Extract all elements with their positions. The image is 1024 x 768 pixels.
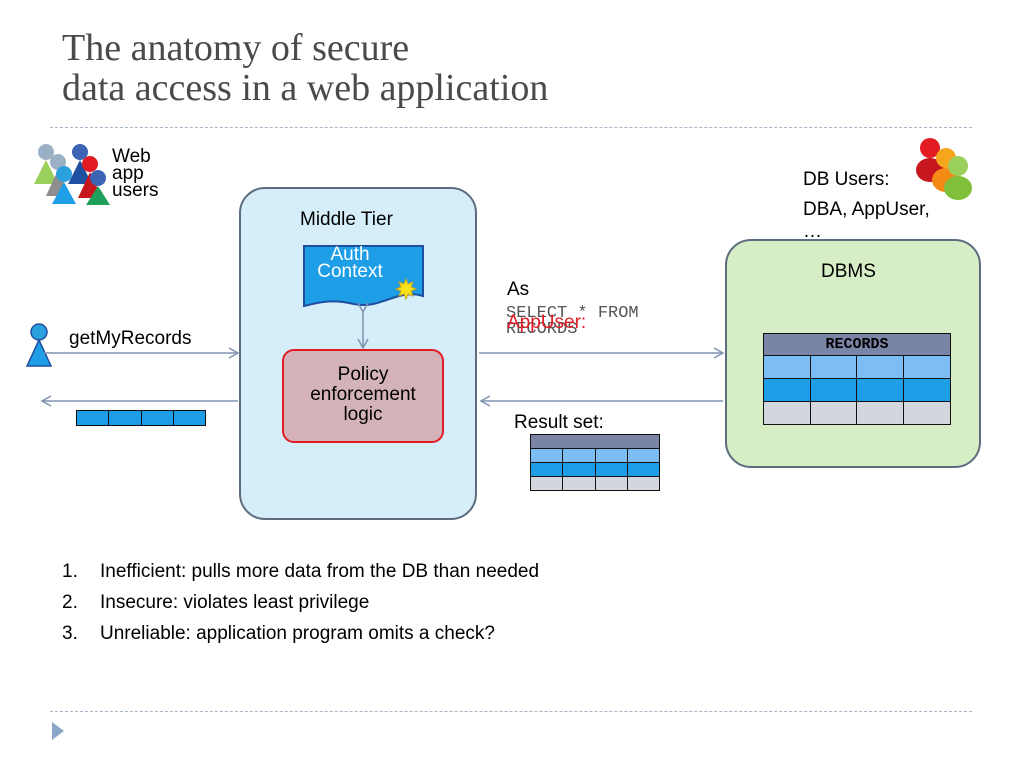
dbms-label: DBMS (821, 261, 876, 282)
list-item-number: 1. (62, 561, 78, 582)
table-cell (626, 462, 661, 477)
list-item-text: Insecure: violates least privilege (100, 592, 370, 613)
table-cell (594, 476, 628, 491)
table-cell (856, 355, 905, 379)
as-label: As (507, 279, 530, 300)
slide-title: The anatomy of secure data access in a w… (62, 28, 548, 108)
issues-list: 1. Inefficient: pulls more data from the … (62, 556, 539, 649)
auth-context-icon (303, 245, 424, 308)
web-users-label-line-1: Web (112, 146, 151, 167)
list-item-text: Unreliable: application program omits a … (100, 623, 495, 644)
table-row (763, 378, 951, 402)
result-set-table (529, 434, 661, 491)
list-item: 1. Inefficient: pulls more data from the … (62, 556, 539, 587)
table-cell (529, 462, 564, 477)
table-cell (856, 401, 905, 425)
web-users-label: Web app users (112, 147, 158, 201)
slide-title-line-2: data access in a web application (62, 67, 549, 109)
sql-query-line-1: SELECT * FROM (506, 304, 639, 323)
list-item: 2. Insecure: violates least privilege (62, 587, 539, 618)
user-group-icon (34, 144, 110, 205)
table-cell (140, 410, 174, 426)
list-item: 3. Unreliable: application program omits … (62, 618, 539, 649)
auth-context-label-line-2: Context (317, 261, 383, 282)
policy-label-line-2: enforcement (310, 384, 416, 405)
sql-query: SELECT * FROM RECORDS (506, 304, 639, 339)
list-item-number: 2. (62, 592, 78, 613)
table-cell (108, 410, 142, 426)
table-cell (763, 378, 811, 402)
user-icon (25, 323, 53, 367)
returned-records-table (75, 410, 207, 426)
auth-context-label: Auth Context (302, 244, 398, 282)
list-item-number: 3. (62, 623, 78, 644)
table-cell (763, 355, 811, 379)
table-row (763, 401, 951, 425)
db-users-label-line-2: DBA, AppUser, (803, 199, 930, 220)
get-my-records-label: getMyRecords (69, 328, 192, 349)
db-users-label-line-3: … (803, 221, 822, 242)
table-row (75, 410, 207, 426)
policy-label-line-3: logic (343, 404, 383, 425)
table-cell (594, 462, 628, 477)
footer-divider (50, 711, 972, 712)
slide-marker-icon (52, 722, 64, 740)
table-cell (903, 401, 951, 425)
middle-tier-label: Middle Tier (300, 209, 393, 230)
table-cell (626, 476, 661, 491)
table-cell (594, 448, 628, 463)
table-row (530, 434, 660, 449)
table-row (529, 448, 661, 463)
policy-label-line-1: Policy (337, 364, 389, 385)
table-row (763, 355, 951, 379)
table-cell (562, 476, 596, 491)
web-users-label-line-2: app (112, 163, 144, 184)
db-users-label: DB Users: DBA, AppUser, … (803, 165, 930, 247)
list-item-text: Inefficient: pulls more data from the DB… (100, 561, 540, 582)
slide-title-line-1: The anatomy of secure (62, 27, 410, 69)
auth-context-label-line-1: Auth (330, 244, 370, 265)
sql-query-line-2: RECORDS (506, 320, 578, 339)
policy-enforcement-box: Policy enforcement logic (282, 349, 444, 443)
appuser-label: AppUser: (507, 312, 587, 333)
title-divider (50, 127, 972, 128)
result-set-label: Result set: (514, 412, 604, 433)
table-cell (856, 378, 905, 402)
table-row (529, 476, 661, 491)
table-cell (75, 410, 110, 426)
table-cell (809, 401, 858, 425)
table-cell (172, 410, 207, 426)
table-cell (763, 401, 811, 425)
table-cell (529, 476, 564, 491)
table-cell (530, 434, 660, 449)
records-table: RECORDS (763, 333, 951, 425)
web-users-label-line-3: users (112, 180, 159, 201)
db-user-group-icon (916, 138, 972, 200)
db-users-label-line-1: DB Users: (803, 169, 890, 190)
